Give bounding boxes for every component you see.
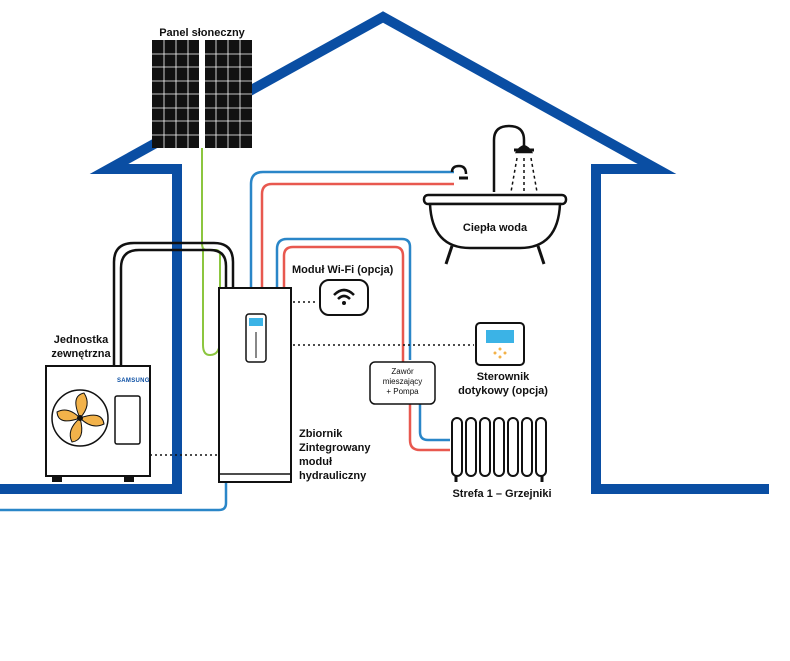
outdoor-unit-label: Jednostka zewnętrzna <box>36 333 126 361</box>
solar-panel-label: Panel słoneczny <box>159 27 245 39</box>
hot-water-pipe-blue <box>249 170 454 288</box>
mixing-valve-box <box>369 361 436 405</box>
outdoor-unit-pipe-loop <box>112 241 235 366</box>
mixing-valve-label: Zawór mieszający + Pompa <box>370 367 435 397</box>
house-outline <box>0 11 769 494</box>
shower-water-icon <box>510 157 538 193</box>
heating-pipe-blue <box>275 237 412 360</box>
heating-pipe-red <box>282 245 405 363</box>
tank-label-line2: Zintegrowany <box>299 442 371 454</box>
radiators-label: Strefa 1 – Grzejniki <box>452 488 552 500</box>
hot-water-pipe-red <box>260 182 454 288</box>
tank-label-line3: moduł <box>299 456 332 468</box>
wifi-icon <box>333 288 355 300</box>
outdoor-unit <box>45 365 151 482</box>
floor-pipe <box>0 482 228 512</box>
wifi-module <box>319 279 369 316</box>
bathtub-icon <box>422 164 568 265</box>
outdoor-unit-label-line1: Jednostka <box>53 334 109 346</box>
radiator-pipe-blue <box>418 402 450 442</box>
controller-label: Sterownik dotykowy (opcja) <box>448 370 558 398</box>
mixing-valve-line1: Zawór <box>391 367 414 376</box>
tank-label: Zbiornik Zintegrowany moduł hydrauliczny <box>299 427 399 483</box>
radiator-pipe-red <box>408 402 450 452</box>
integrated-tank <box>218 287 292 483</box>
tank-label-line4: hydrauliczny <box>299 470 367 482</box>
mixing-valve-line3: + Pompa <box>386 387 419 396</box>
hot-water-label: Ciepła woda <box>462 222 528 234</box>
shower-icon <box>492 124 534 192</box>
fan-icon <box>56 392 105 443</box>
tank-label-line1: Zbiornik <box>299 428 343 440</box>
controller-label-line1: Sterownik <box>476 371 530 383</box>
solar-panel <box>152 40 252 148</box>
controller-label-line2: dotykowy (opcja) <box>458 385 548 397</box>
outdoor-unit-label-line2: zewnętrzna <box>51 348 111 360</box>
wifi-module-label: Moduł Wi-Fi (opcja) <box>292 264 394 276</box>
mixing-valve-line2: mieszający <box>382 377 423 386</box>
radiator-icon <box>451 417 547 482</box>
touch-controller <box>475 322 525 366</box>
brand-logo: SAMSUNG <box>117 378 150 384</box>
